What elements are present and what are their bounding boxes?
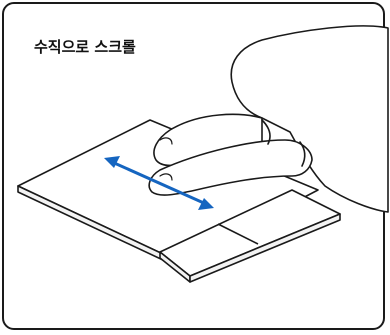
touchpad-illustration: [0, 0, 390, 335]
